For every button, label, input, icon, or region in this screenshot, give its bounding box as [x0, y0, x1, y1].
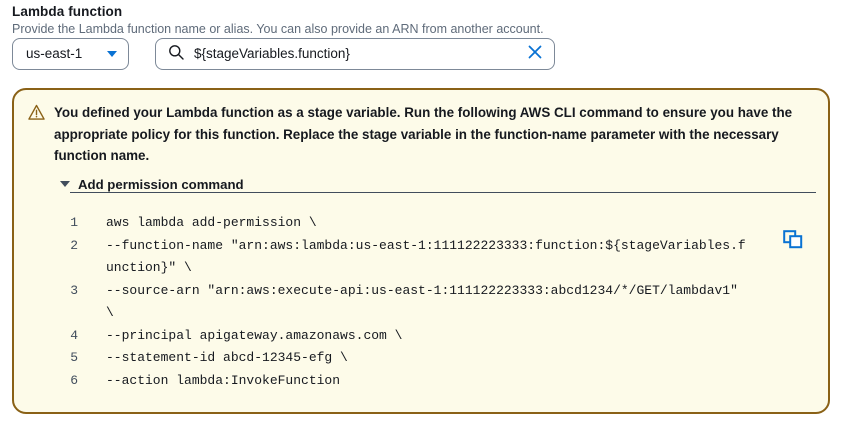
alert-message: You defined your Lambda function as a st…: [54, 105, 793, 163]
close-icon[interactable]: [527, 44, 543, 65]
field-description: Provide the Lambda function name or alia…: [12, 22, 544, 36]
code-line: 4 --principal apigateway.amazonaws.com \: [14, 325, 828, 348]
line-number: 4: [70, 327, 78, 343]
warning-alert: You defined your Lambda function as a st…: [12, 88, 830, 414]
line-number: 5: [70, 350, 78, 365]
page-title: Lambda function: [12, 4, 123, 19]
divider: [70, 192, 816, 193]
line-content: --action lambda:InvokeFunction: [106, 372, 341, 388]
line-content: --statement-id abcd-12345-efg \: [106, 350, 348, 365]
line-number: 1: [70, 215, 78, 230]
function-search-input[interactable]: ${stageVariables.function}: [155, 38, 555, 70]
caret-down-icon: [60, 181, 70, 187]
controls-row: us-east-1 ${stageVariables.function}: [12, 38, 555, 70]
code-block: 1 aws lambda add-permission \ 2 --functi…: [14, 212, 828, 392]
region-select-value: us-east-1: [26, 46, 83, 61]
line-number: 2: [70, 237, 78, 253]
line-content: --source-arn "arn:aws:execute-api:us-eas…: [106, 282, 746, 321]
copy-icon[interactable]: [783, 230, 803, 250]
line-number: 6: [70, 372, 78, 388]
search-icon: [168, 44, 184, 65]
line-content: aws lambda add-permission \: [106, 215, 317, 230]
region-select[interactable]: us-east-1: [12, 38, 129, 70]
line-number: 3: [70, 282, 78, 298]
code-line: 6 --action lambda:InvokeFunction: [14, 370, 828, 393]
code-line: 5 --statement-id abcd-12345-efg \: [14, 347, 828, 370]
add-permission-command-expander[interactable]: Add permission command: [60, 176, 244, 193]
expander-label: Add permission command: [78, 176, 244, 192]
code-line: 1 aws lambda add-permission \: [14, 212, 828, 235]
line-content: --principal apigateway.amazonaws.com \: [106, 327, 403, 343]
code-line: 2 --function-name "arn:aws:lambda:us-eas…: [14, 235, 828, 280]
line-content: --function-name "arn:aws:lambda:us-east-…: [106, 237, 746, 276]
function-search-value[interactable]: ${stageVariables.function}: [194, 46, 350, 61]
warning-triangle-icon: [28, 104, 45, 126]
chevron-down-icon: [107, 51, 117, 57]
alert-header: You defined your Lambda function as a st…: [28, 102, 814, 167]
code-line: 3 --source-arn "arn:aws:execute-api:us-e…: [14, 280, 828, 325]
